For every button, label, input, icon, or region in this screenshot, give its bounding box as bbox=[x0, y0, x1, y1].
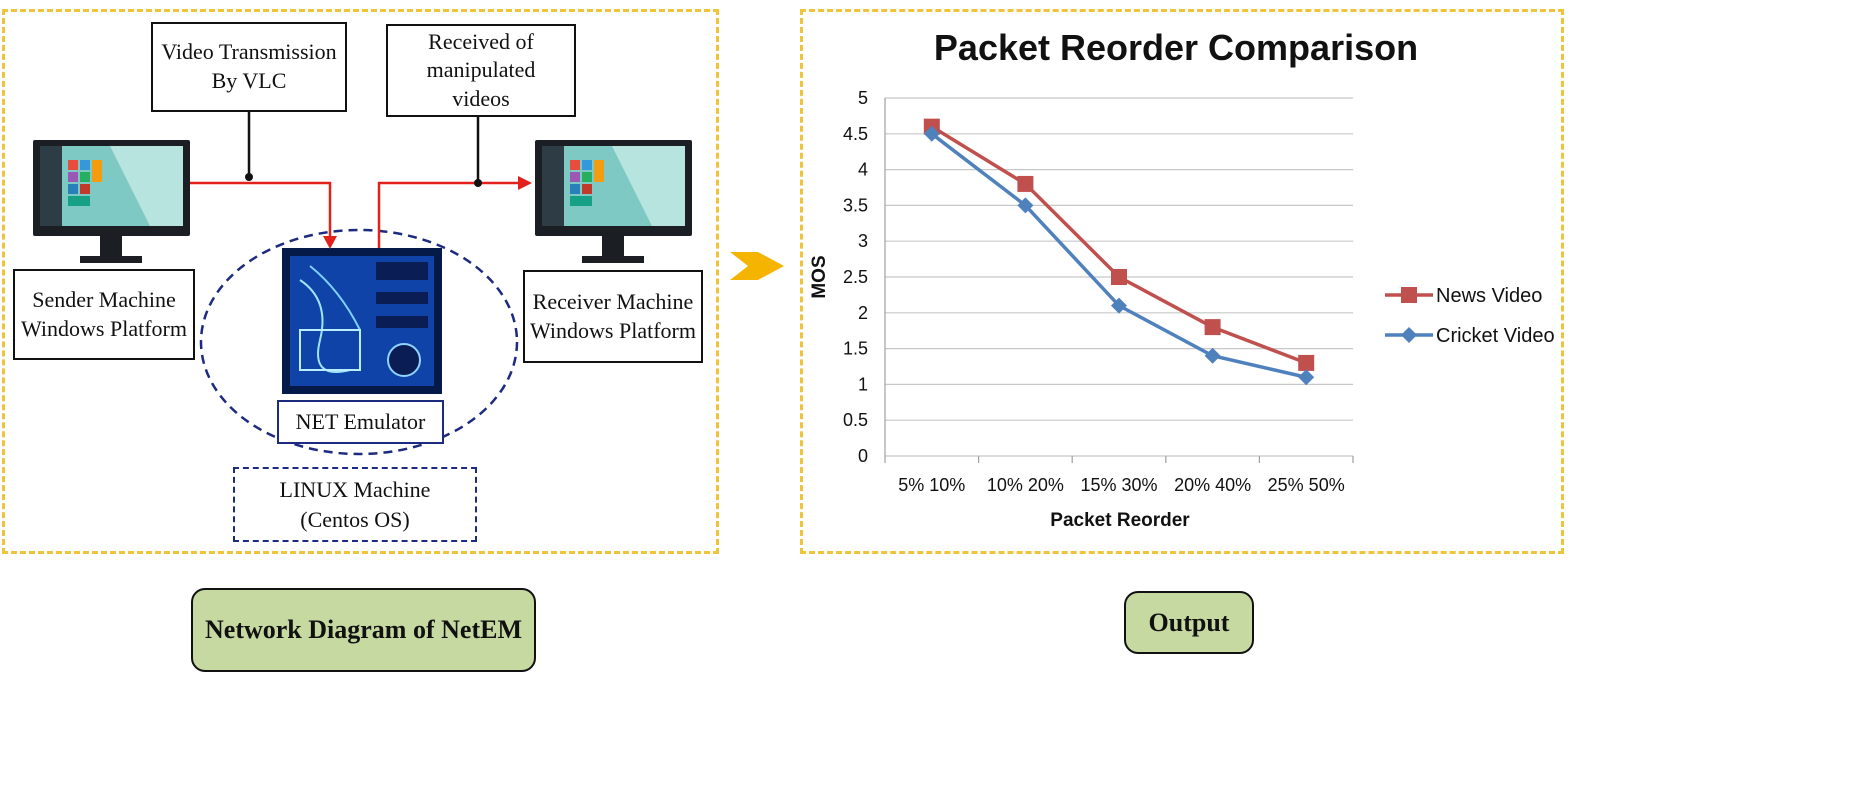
y-tick-label: 2.5 bbox=[843, 267, 868, 287]
x-tick-label: 25% 50% bbox=[1268, 475, 1345, 495]
y-tick-label: 2 bbox=[858, 303, 868, 323]
y-tick-label: 3.5 bbox=[843, 195, 868, 215]
series-line-1 bbox=[930, 125, 1307, 365]
y-tick-label: 4.5 bbox=[843, 124, 868, 144]
y-tick-label: 3 bbox=[858, 231, 868, 251]
x-tick-label: 15% 30% bbox=[1080, 475, 1157, 495]
linux-machine-box: LINUX Machine (Centos OS) bbox=[233, 467, 477, 542]
emulator-computer-icon bbox=[282, 248, 442, 394]
emulator-to-receiver-arrow bbox=[377, 176, 532, 248]
x-axis-label: Packet Reorder bbox=[1050, 510, 1190, 531]
y-tick-label: 1 bbox=[858, 374, 868, 394]
data-point bbox=[1017, 175, 1034, 192]
video-transmission-box: Video Transmission By VLC bbox=[151, 22, 347, 112]
diagram-caption: Network Diagram of NetEM bbox=[191, 588, 536, 672]
sender-monitor-icon bbox=[33, 140, 190, 263]
net-emulator-label: NET Emulator bbox=[277, 400, 444, 444]
data-point bbox=[1017, 197, 1034, 214]
y-tick-label: 0.5 bbox=[843, 410, 868, 430]
data-point bbox=[1298, 369, 1315, 386]
sender-to-emulator-arrow bbox=[190, 181, 337, 249]
receiver-monitor-icon bbox=[535, 140, 692, 263]
y-axis-label: MOS bbox=[809, 255, 830, 298]
chart-title: Packet Reorder Comparison bbox=[934, 27, 1418, 68]
data-point bbox=[1204, 347, 1221, 364]
data-point bbox=[923, 125, 940, 142]
x-tick-label: 5% 10% bbox=[898, 475, 965, 495]
data-point bbox=[1111, 297, 1127, 314]
receiver-machine-box: Receiver Machine Windows Platform bbox=[523, 270, 703, 363]
legend-label: Cricket Video bbox=[1436, 325, 1555, 347]
y-tick-label: 5 bbox=[858, 88, 868, 108]
output-panel bbox=[800, 9, 1564, 554]
data-point bbox=[1204, 319, 1221, 336]
y-tick-label: 0 bbox=[858, 446, 868, 466]
diagram-panel bbox=[2, 9, 719, 554]
x-tick-label: 10% 20% bbox=[987, 475, 1064, 495]
data-point bbox=[1298, 354, 1315, 371]
sender-machine-box: Sender Machine Windows Platform bbox=[13, 269, 195, 360]
y-tick-label: 1.5 bbox=[843, 339, 868, 359]
legend-marker bbox=[1401, 287, 1417, 303]
flow-arrow-icon bbox=[730, 252, 784, 280]
data-point bbox=[1111, 269, 1127, 285]
emulator-ellipse bbox=[199, 228, 519, 456]
y-tick-label: 4 bbox=[858, 160, 868, 180]
x-tick-label: 20% 40% bbox=[1174, 475, 1251, 495]
output-caption: Output bbox=[1124, 591, 1254, 654]
received-videos-box: Received of manipulated videos bbox=[386, 24, 576, 117]
legend-marker bbox=[1401, 327, 1417, 343]
legend-label: News Video bbox=[1436, 285, 1542, 307]
